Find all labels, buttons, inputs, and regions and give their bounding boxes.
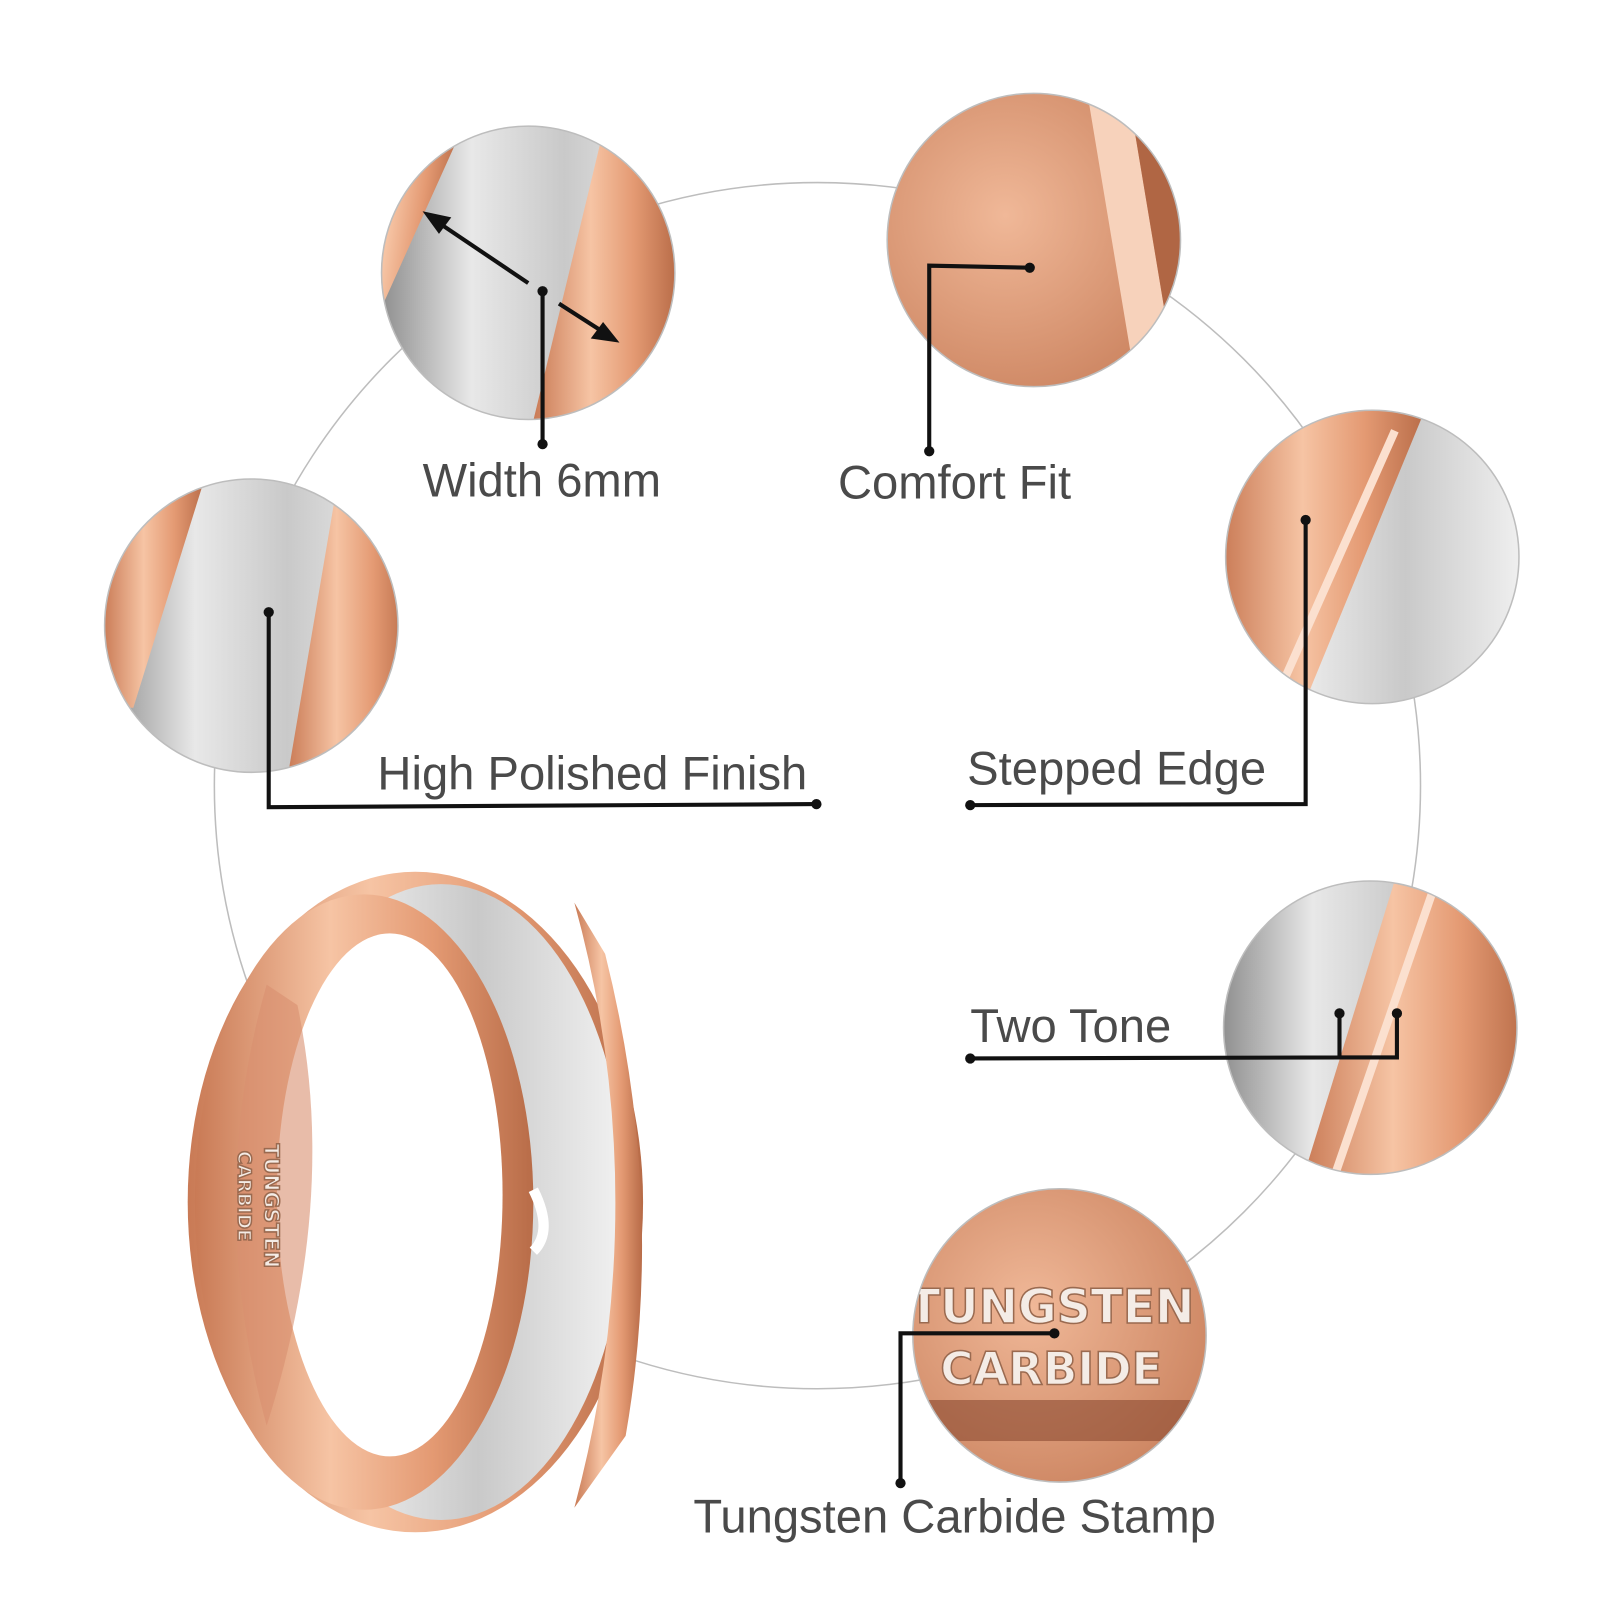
width-arrow-icon: [422, 211, 620, 450]
label-stamp: Tungsten Carbide Stamp: [693, 1489, 1216, 1542]
detail-width: [381, 126, 675, 420]
ring-engraving-line1: TUNGSTEN: [260, 1144, 284, 1269]
stamp-pointer: [895, 1328, 1060, 1489]
label-width: Width 6mm: [423, 453, 661, 506]
detail-high-polished: [104, 478, 398, 773]
connector-circle: [213, 181, 1422, 1390]
detail-two-tone: [1223, 881, 1517, 1175]
label-stepped-edge: Stepped Edge: [967, 742, 1266, 795]
stepped-edge-pointer: [965, 514, 1311, 811]
label-two-tone: Two Tone: [970, 999, 1171, 1052]
engraving-line2: CARBIDE: [940, 1343, 1162, 1396]
label-comfort-fit: Comfort Fit: [838, 455, 1071, 508]
detail-stamp: TUNGSTEN CARBIDE: [908, 1188, 1207, 1483]
ring-product-image: TUNGSTEN CARBIDE: [187, 871, 644, 1533]
high-polished-pointer: [263, 607, 822, 810]
comfort-fit-pointer: [924, 262, 1035, 457]
label-high-polished: High Polished Finish: [377, 747, 807, 800]
ring-engraving-line2: CARBIDE: [233, 1151, 254, 1242]
engraving-line1: TUNGSTEN: [908, 1280, 1194, 1335]
two-tone-pointer: [965, 1008, 1403, 1064]
detail-stepped-edge: [1225, 410, 1519, 704]
